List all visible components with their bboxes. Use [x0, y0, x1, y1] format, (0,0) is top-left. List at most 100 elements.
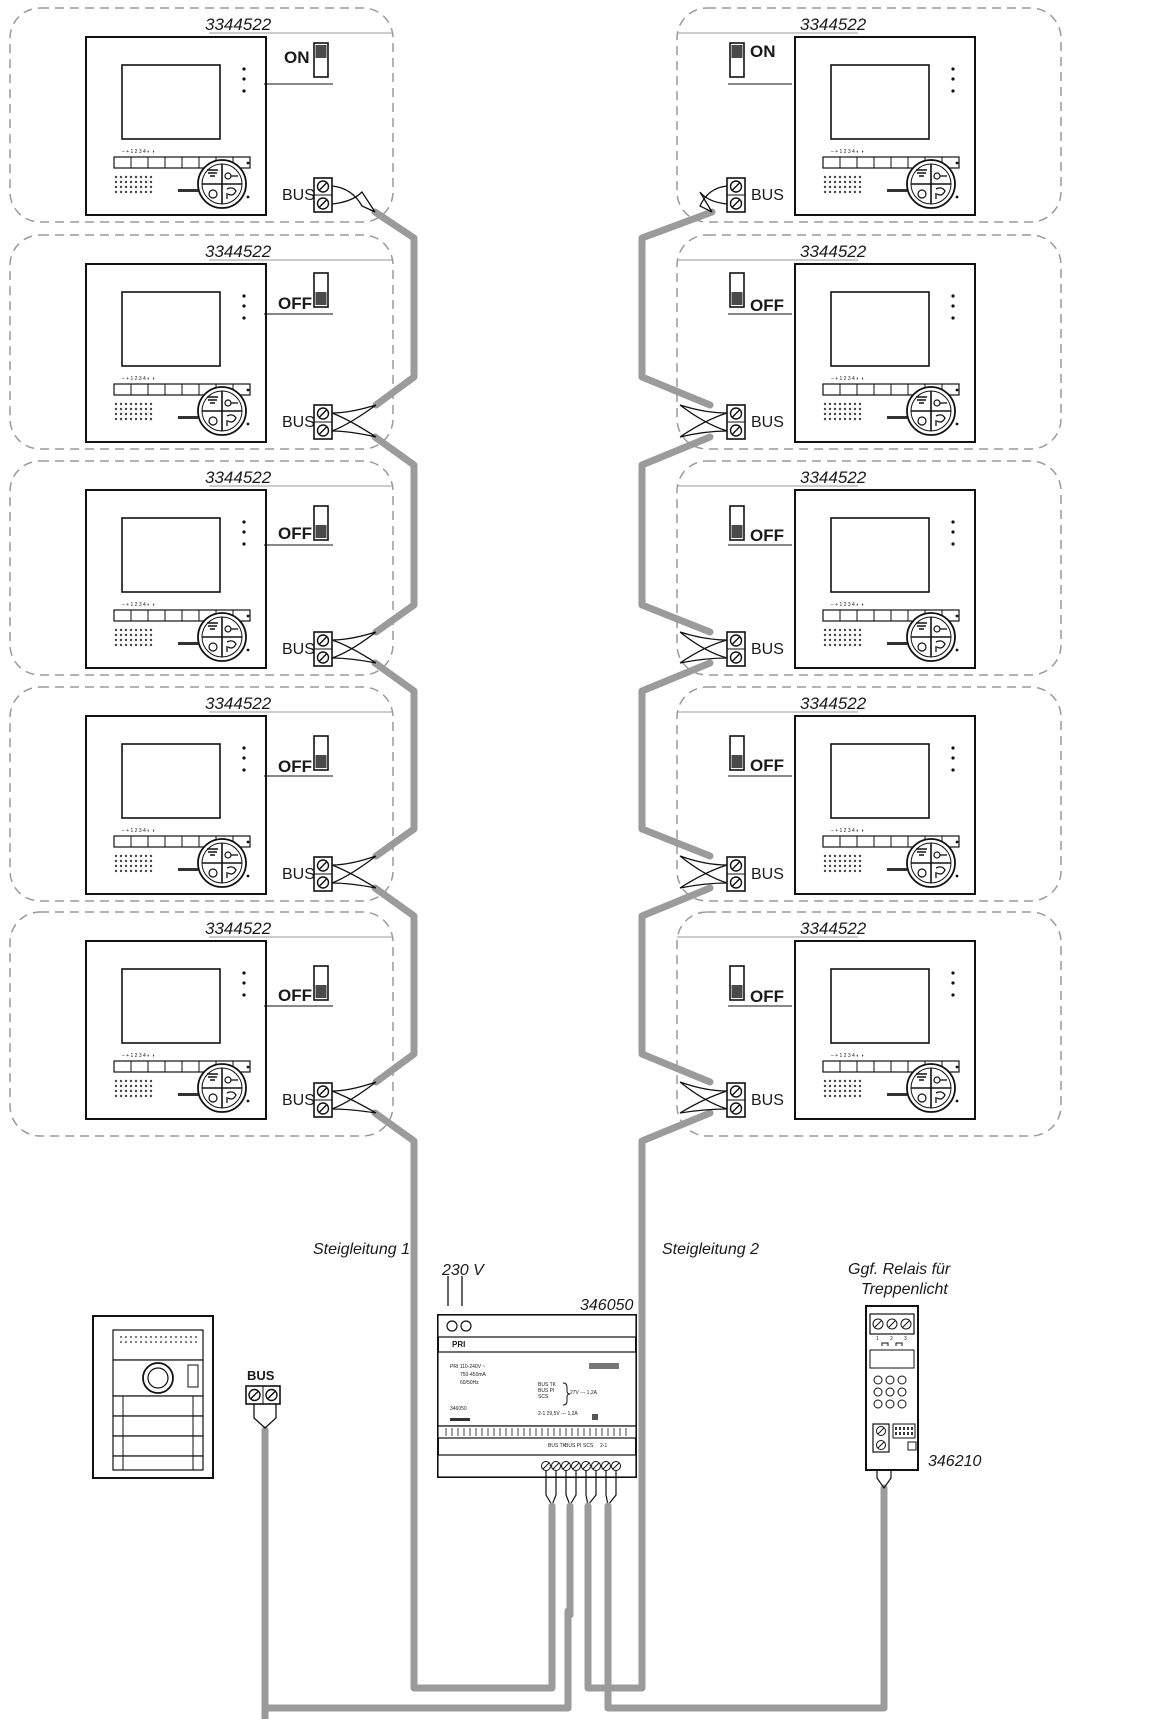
bus-terminal	[313, 1082, 333, 1118]
switch-label: OFF	[278, 757, 312, 776]
slide-switch[interactable]	[729, 505, 745, 541]
relay-contact-2: 2	[890, 1336, 893, 1342]
switch-label: OFF	[278, 294, 312, 313]
switch-label: ON	[750, 42, 776, 61]
switch-label: OFF	[750, 526, 784, 545]
riser-2-label: Steigleitung 2	[662, 1241, 759, 1258]
dashed-box	[9, 911, 394, 1137]
switch-label: OFF	[750, 987, 784, 1006]
bus-terminal	[313, 856, 333, 892]
terminal-label-bus-pi: BUS PI	[565, 1443, 581, 1449]
switch-label: OFF	[278, 986, 312, 1005]
terminal-label-bus-tk: BUS TK	[548, 1443, 567, 1449]
unit-right-2: 3344522 OFF BUS	[676, 234, 1062, 450]
model-number: 3344522	[205, 15, 272, 34]
terminal-label-scs: SCS	[583, 1443, 594, 1449]
staircase-relay: Ggf. Relais für Treppenlicht 1 2 3 34621…	[848, 1261, 981, 1490]
power-supply-model: 346050	[580, 1297, 633, 1314]
riser-1-label: Steigleitung 1	[313, 1241, 410, 1258]
switch-label: OFF	[750, 756, 784, 775]
switch-label: OFF	[750, 296, 784, 315]
front-line-9: 2-1 29,5V --- 1,2A	[538, 1411, 578, 1417]
relay-model: 346210	[928, 1453, 981, 1470]
bus-label: BUS	[751, 187, 784, 204]
riser-2-cable	[638, 208, 716, 409]
slide-switch[interactable]	[729, 965, 745, 1001]
slide-switch[interactable]	[729, 735, 745, 771]
power-supply: 230 V 346050 PRI PRI 110-240V ~ 750-450m…	[437, 1262, 637, 1506]
bus-terminal	[726, 856, 746, 892]
dashed-box	[676, 460, 1062, 676]
slide-switch[interactable]	[313, 272, 329, 308]
dashed-box	[676, 911, 1062, 1137]
front-line-3: 60/50Hz	[460, 1380, 479, 1386]
model-number: 3344522	[205, 468, 272, 487]
riser-1-cable	[371, 208, 418, 409]
unit-left-3: 3344522 OFF BUS	[9, 460, 394, 676]
switch-label: OFF	[278, 524, 312, 543]
model-number: 3344522	[800, 15, 867, 34]
door-station-cable	[261, 1607, 572, 1719]
model-number: 3344522	[205, 694, 272, 713]
pri-label: PRI	[452, 1340, 465, 1349]
bus-label: BUS	[751, 641, 784, 658]
front-line-8: 27V --- 1,2A	[570, 1390, 598, 1396]
model-number: 3344522	[800, 694, 867, 713]
model-number: 3344522	[800, 468, 867, 487]
unit-right-3: 3344522 OFF BUS	[676, 460, 1062, 676]
bus-terminal	[313, 177, 333, 213]
front-line-1: PRI 110-240V ~	[450, 1364, 485, 1370]
bus-label: BUS	[751, 414, 784, 431]
bus-wiring	[261, 208, 888, 1719]
bus-terminal	[726, 404, 746, 440]
bus-label: BUS	[282, 187, 315, 204]
relay-caption-1: Ggf. Relais für	[848, 1261, 951, 1278]
bus-terminal	[726, 177, 746, 213]
unit-left-4: 3344522 OFF BUS	[9, 686, 394, 902]
front-line-4: 346050	[450, 1406, 467, 1412]
model-number: 3344522	[205, 919, 272, 938]
front-line-7: SCS	[538, 1394, 549, 1400]
front-line-2: 750-450mA	[460, 1372, 487, 1378]
terminal-label-2-1: 2-1	[600, 1443, 607, 1449]
model-number: 3344522	[205, 242, 272, 261]
bus-label: BUS	[282, 641, 315, 658]
slide-switch[interactable]	[729, 42, 745, 78]
door-station	[92, 1315, 214, 1479]
unit-right-1: 3344522 ON BUS	[676, 7, 1062, 223]
bus-label: BUS	[751, 866, 784, 883]
unit-left-5: 3344522 OFF BUS	[9, 911, 394, 1137]
relay-cable	[604, 1484, 888, 1712]
slide-switch[interactable]	[313, 735, 329, 771]
unit-right-4: 3344522 OFF BUS	[676, 686, 1062, 902]
dashed-box	[676, 686, 1062, 902]
front-line-5: BUS TK	[538, 1382, 557, 1388]
bus-label: BUS	[751, 1092, 784, 1109]
bus-terminal	[726, 1082, 746, 1118]
bus-terminal	[313, 404, 333, 440]
front-line-6: BUS PI	[538, 1388, 554, 1394]
relay-caption-2: Treppenlicht	[861, 1281, 948, 1298]
dashed-box	[676, 7, 1062, 223]
unit-right-5: 3344522 OFF BUS	[676, 911, 1062, 1137]
door-station-bus-label: BUS	[247, 1368, 275, 1383]
dashed-box	[676, 234, 1062, 450]
bus-terminal	[313, 631, 333, 667]
slide-switch[interactable]	[729, 272, 745, 308]
relay-contact-3: 3	[904, 1336, 907, 1342]
bus-label: BUS	[282, 866, 315, 883]
switch-label: ON	[284, 48, 310, 67]
bus-terminal	[726, 631, 746, 667]
unit-left-1: 3344522 ON BUS	[9, 7, 394, 223]
unit-left-2: 3344522 OFF BUS	[9, 234, 394, 450]
slide-switch[interactable]	[313, 505, 329, 541]
bus-label: BUS	[282, 1092, 315, 1109]
slide-switch[interactable]	[313, 965, 329, 1001]
model-number: 3344522	[800, 919, 867, 938]
door-station-bus-terminal	[245, 1385, 281, 1405]
model-number: 3344522	[800, 242, 867, 261]
mains-voltage-label: 230 V	[441, 1262, 485, 1279]
slide-switch[interactable]	[313, 42, 329, 78]
relay-contact-1: 1	[876, 1336, 879, 1342]
